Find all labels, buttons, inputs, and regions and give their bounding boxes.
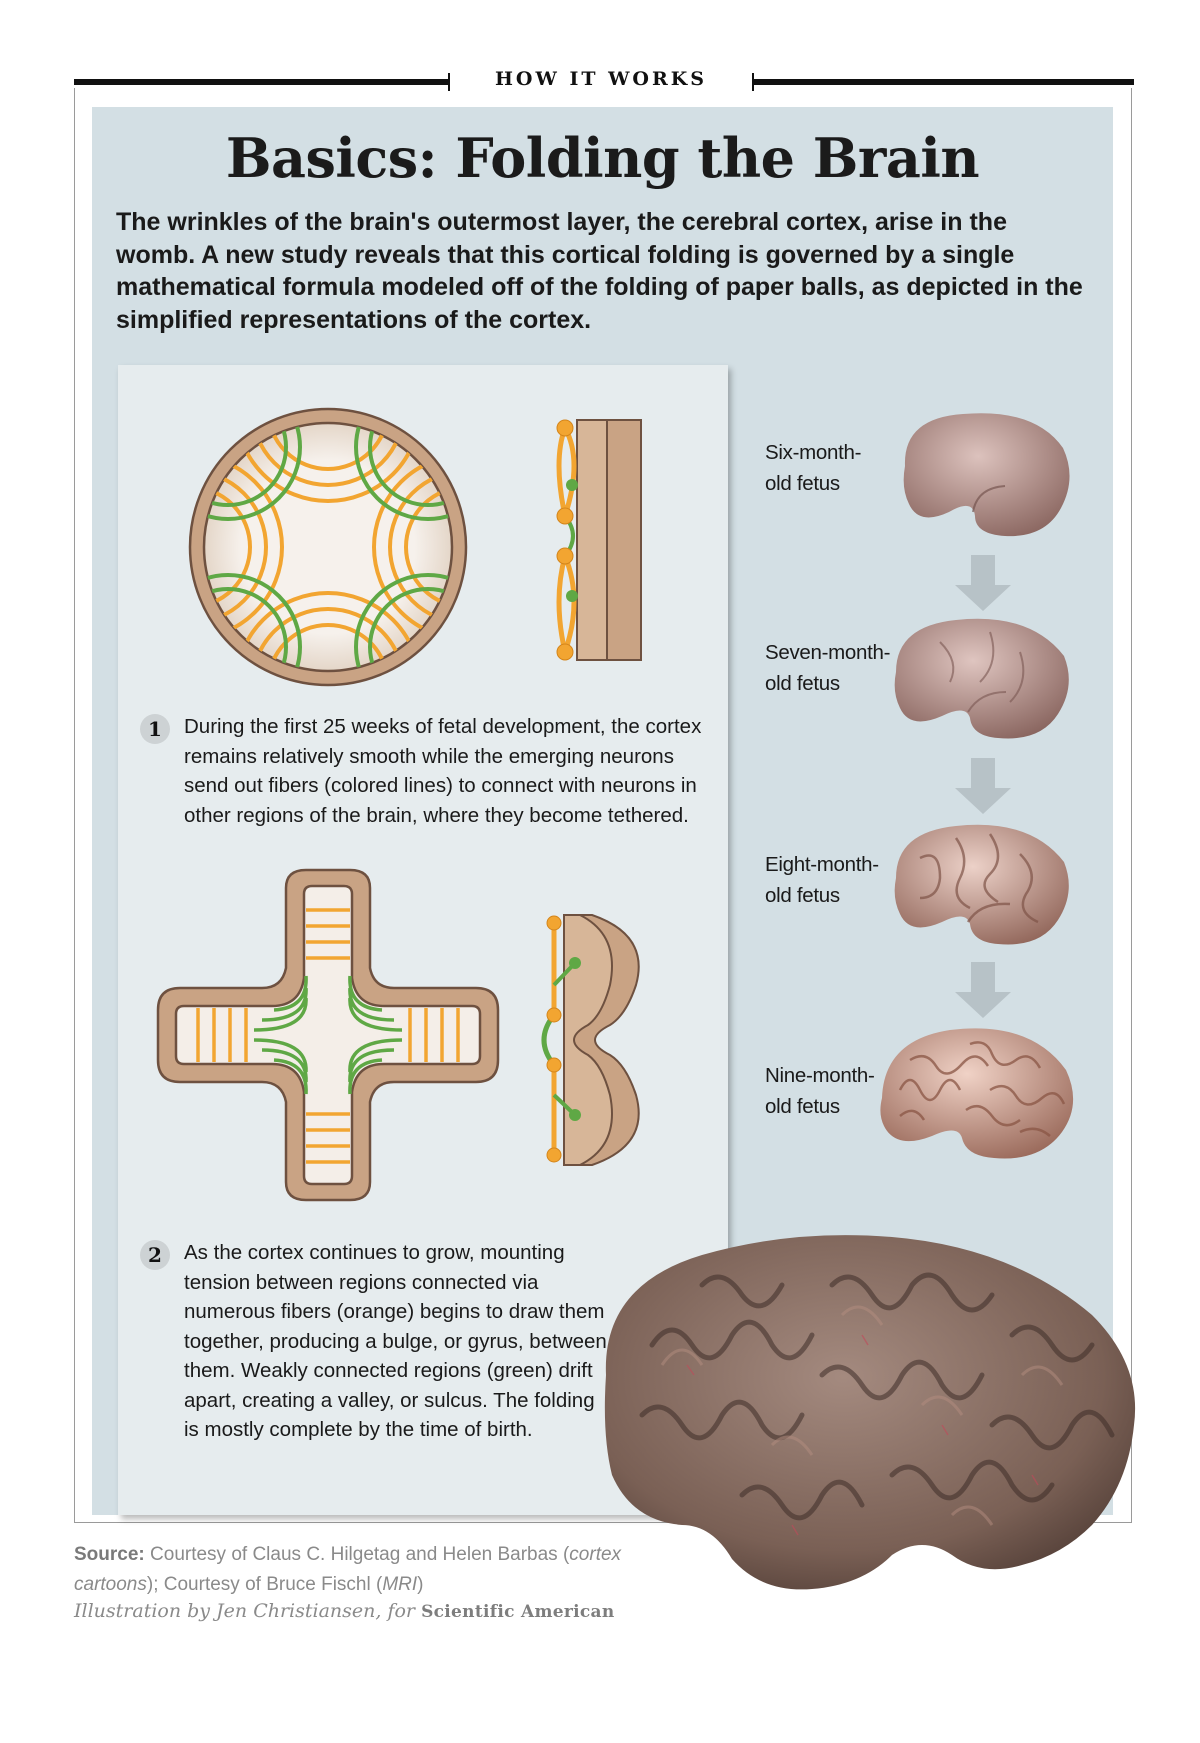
source-text-3: ) (417, 1574, 424, 1595)
source-text-2: ); Courtesy of Bruce Fischl ( (146, 1574, 383, 1595)
step-number-badge: 1 (140, 714, 170, 744)
arrow-down-icon (955, 962, 1011, 1018)
source-text-1: Courtesy of Claus C. Hilgetag and Helen … (144, 1544, 570, 1565)
source-italic-1: cortex cartoons (74, 1544, 622, 1595)
folded-cortex-cross-diagram (156, 868, 500, 1202)
step-1: 1 During the first 25 weeks of fetal dev… (140, 712, 710, 830)
publication-brand: Scientific American (421, 1602, 615, 1622)
brain-seven-month-illustration (894, 618, 1069, 739)
arrow-down-icon (955, 555, 1011, 611)
header-rule-left (74, 73, 450, 91)
source-label: Source: (74, 1544, 145, 1565)
folded-cortex-cross-section (541, 914, 640, 1166)
stage-label-eight-month: Eight-month- old fetus (765, 853, 879, 907)
figure-frame (74, 88, 1132, 1523)
brain-six-month-illustration (903, 413, 1070, 537)
section-kicker: HOW IT WORKS (494, 68, 707, 90)
step-number-badge: 2 (140, 1240, 170, 1270)
step-text: During the first 25 weeks of fetal devel… (184, 715, 702, 827)
smooth-cortex-cross-section (556, 419, 642, 661)
intro-text: The wrinkles of the brain's outermost la… (116, 208, 1083, 334)
source-italic-2: MRI (382, 1574, 418, 1595)
stage-label-six-month: Six-month- old fetus (765, 441, 862, 495)
illustration-credit: Illustration by Jen Christiansen, for Sc… (74, 1600, 615, 1622)
credit-text: Illustration by Jen Christiansen, for (74, 1600, 422, 1622)
stage-label-nine-month: Nine-month- old fetus (765, 1064, 875, 1118)
step-2: 2 As the cortex continues to grow, mount… (140, 1238, 610, 1445)
brain-nine-month-illustration (880, 1028, 1074, 1159)
step-text: As the cortex continues to grow, mountin… (184, 1241, 607, 1441)
source-credit: Source: Courtesy of Claus C. Hilgetag an… (74, 1540, 694, 1600)
brain-eight-month-illustration (894, 824, 1069, 945)
smooth-cortex-ring-diagram (188, 407, 468, 687)
stage-label-seven-month: Seven-month- old fetus (765, 641, 891, 695)
header-rule-right (752, 73, 1134, 91)
adult-brain-mri-illustration (604, 1235, 1136, 1590)
figure-title: Basics: Folding the Brain (225, 126, 980, 190)
arrow-down-icon (955, 758, 1011, 814)
